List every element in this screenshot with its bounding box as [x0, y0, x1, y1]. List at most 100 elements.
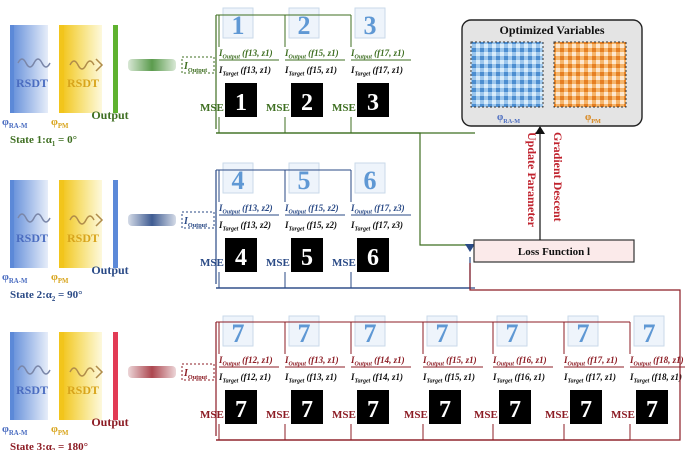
i-output-expression: IOutput (f17, z1) [563, 355, 618, 368]
output-label: Output [91, 108, 128, 122]
target-digit: 3 [367, 90, 379, 116]
phi-ram-label: φRA-M [2, 423, 28, 437]
target-digit: 6 [367, 245, 379, 271]
state1-to-loss-line [216, 132, 475, 246]
i-target-expression: ITarget (f12, z1) [218, 372, 271, 385]
wave-icon [17, 58, 51, 68]
i-output-expression: IOutput (f17, z1) [350, 48, 405, 61]
optimized-phi-pm-label: φPM [585, 112, 601, 125]
i-output-label: IOutput [183, 216, 208, 229]
mse-label: MSE [332, 257, 356, 269]
rsdt-left-plate [10, 180, 14, 268]
i-output-expression: IOutput (f16, z1) [492, 355, 547, 368]
optimized-phi-ram-label: φRA-M [497, 112, 520, 125]
mse-label: MSE [404, 409, 428, 421]
rsdt-left-glow [14, 180, 48, 268]
wave-icon [69, 60, 95, 70]
output-digit: 1 [232, 11, 245, 40]
target-digit-tile [499, 390, 531, 424]
i-target-expression: ITarget (f15, z1) [422, 372, 475, 385]
i-target-expression: ITarget (f14, z1) [350, 372, 403, 385]
rsdt-left-plate [10, 25, 14, 113]
state-label: State 2:α2 = 90° [10, 289, 82, 303]
target-digit-tile [291, 238, 323, 272]
optimized-variables-title: Optimized Variables [499, 23, 604, 37]
output-digit-tile [426, 315, 458, 347]
target-digit-tile [357, 238, 389, 272]
output-label: Output [91, 415, 128, 429]
i-target-expression: ITarget (f15, z2) [284, 220, 337, 233]
mse-label: MSE [266, 409, 290, 421]
target-digit: 7 [235, 397, 247, 423]
target-digit-tile [570, 390, 602, 424]
i-output-expression: IOutput (f15, z1) [422, 355, 477, 368]
rsdt-right-plate [59, 25, 64, 113]
mse-label: MSE [266, 257, 290, 269]
i-target-expression: ITarget (f18, z1) [629, 372, 682, 385]
i-output-box [181, 363, 215, 381]
rsdt-left-label: RSDT [16, 76, 48, 90]
i-target-expression: ITarget (f17, z3) [350, 220, 403, 233]
target-digit-tile [225, 238, 257, 272]
mse-label: MSE [200, 409, 224, 421]
target-digit-tile [291, 83, 323, 117]
mse-label: MSE [332, 409, 356, 421]
i-output-expression: IOutput (f13, z1) [284, 355, 339, 368]
output-digit: 7 [577, 319, 590, 348]
i-target-expression: ITarget (f13, z1) [284, 372, 337, 385]
i-output-expression: IOutput (f14, z1) [350, 355, 405, 368]
rsdt-right-label: RSDT [67, 76, 99, 90]
i-output-label: IOutput [183, 368, 208, 381]
output-digit: 7 [232, 319, 245, 348]
i-output-expression: IOutput (f15, z1) [284, 48, 339, 61]
state-label: State 1:α1 = 0° [10, 134, 77, 148]
output-digit-tile [496, 315, 528, 347]
arrowhead-icon [465, 244, 475, 252]
i-target-expression: ITarget (f17, z1) [563, 372, 616, 385]
i-output-expression: IOutput (f15, z2) [284, 203, 339, 216]
phi-ram-pattern [470, 41, 544, 108]
i-output-expression: IOutput (f17, z3) [350, 203, 405, 216]
update-parameter-label: Update Parameter [525, 132, 539, 228]
phi-pm-label: φPM [51, 116, 69, 130]
target-digit: 1 [235, 90, 247, 116]
state3-to-loss-line [216, 263, 681, 441]
output-label: Output [91, 263, 128, 277]
output-digit-tile [222, 315, 254, 347]
output-digit: 7 [364, 319, 377, 348]
output-beam [128, 59, 176, 71]
target-digit-tile [636, 390, 668, 424]
loss-function-box [473, 239, 635, 263]
output-beam [128, 366, 176, 378]
output-plane [113, 25, 118, 113]
i-output-expression: IOutput (f13, z2) [218, 203, 273, 216]
wave-icon [17, 365, 51, 375]
output-digit-tile [288, 7, 320, 39]
mse-label: MSE [332, 102, 356, 114]
rsdt-right-label: RSDT [67, 231, 99, 245]
output-plane [113, 180, 118, 268]
rsdt-left-glow [14, 332, 48, 420]
output-digit: 3 [364, 11, 377, 40]
rsdt-right-plate [59, 180, 64, 268]
mse-label: MSE [611, 409, 635, 421]
output-digit-tile [567, 315, 599, 347]
output-digit: 7 [506, 319, 519, 348]
loss-function-label: Loss Function l [518, 246, 590, 258]
target-digit: 7 [646, 397, 658, 423]
target-digit-tile [357, 390, 389, 424]
target-digit-tile [357, 83, 389, 117]
i-output-expression: IOutput (f18, z1) [629, 355, 684, 368]
rsdt-left-plate [10, 332, 14, 420]
phi-ram-label: φRA-M [2, 116, 28, 130]
arrow-icon [95, 365, 104, 379]
wave-icon [69, 215, 95, 225]
wave-icon [69, 367, 95, 377]
output-digit-tile [288, 315, 320, 347]
i-target-expression: ITarget (f17, z1) [350, 65, 403, 78]
wave-icon [17, 213, 51, 223]
i-output-expression: IOutput (f12, z1) [218, 355, 273, 368]
i-target-expression: ITarget (f13, z2) [218, 220, 271, 233]
target-digit-tile [291, 390, 323, 424]
